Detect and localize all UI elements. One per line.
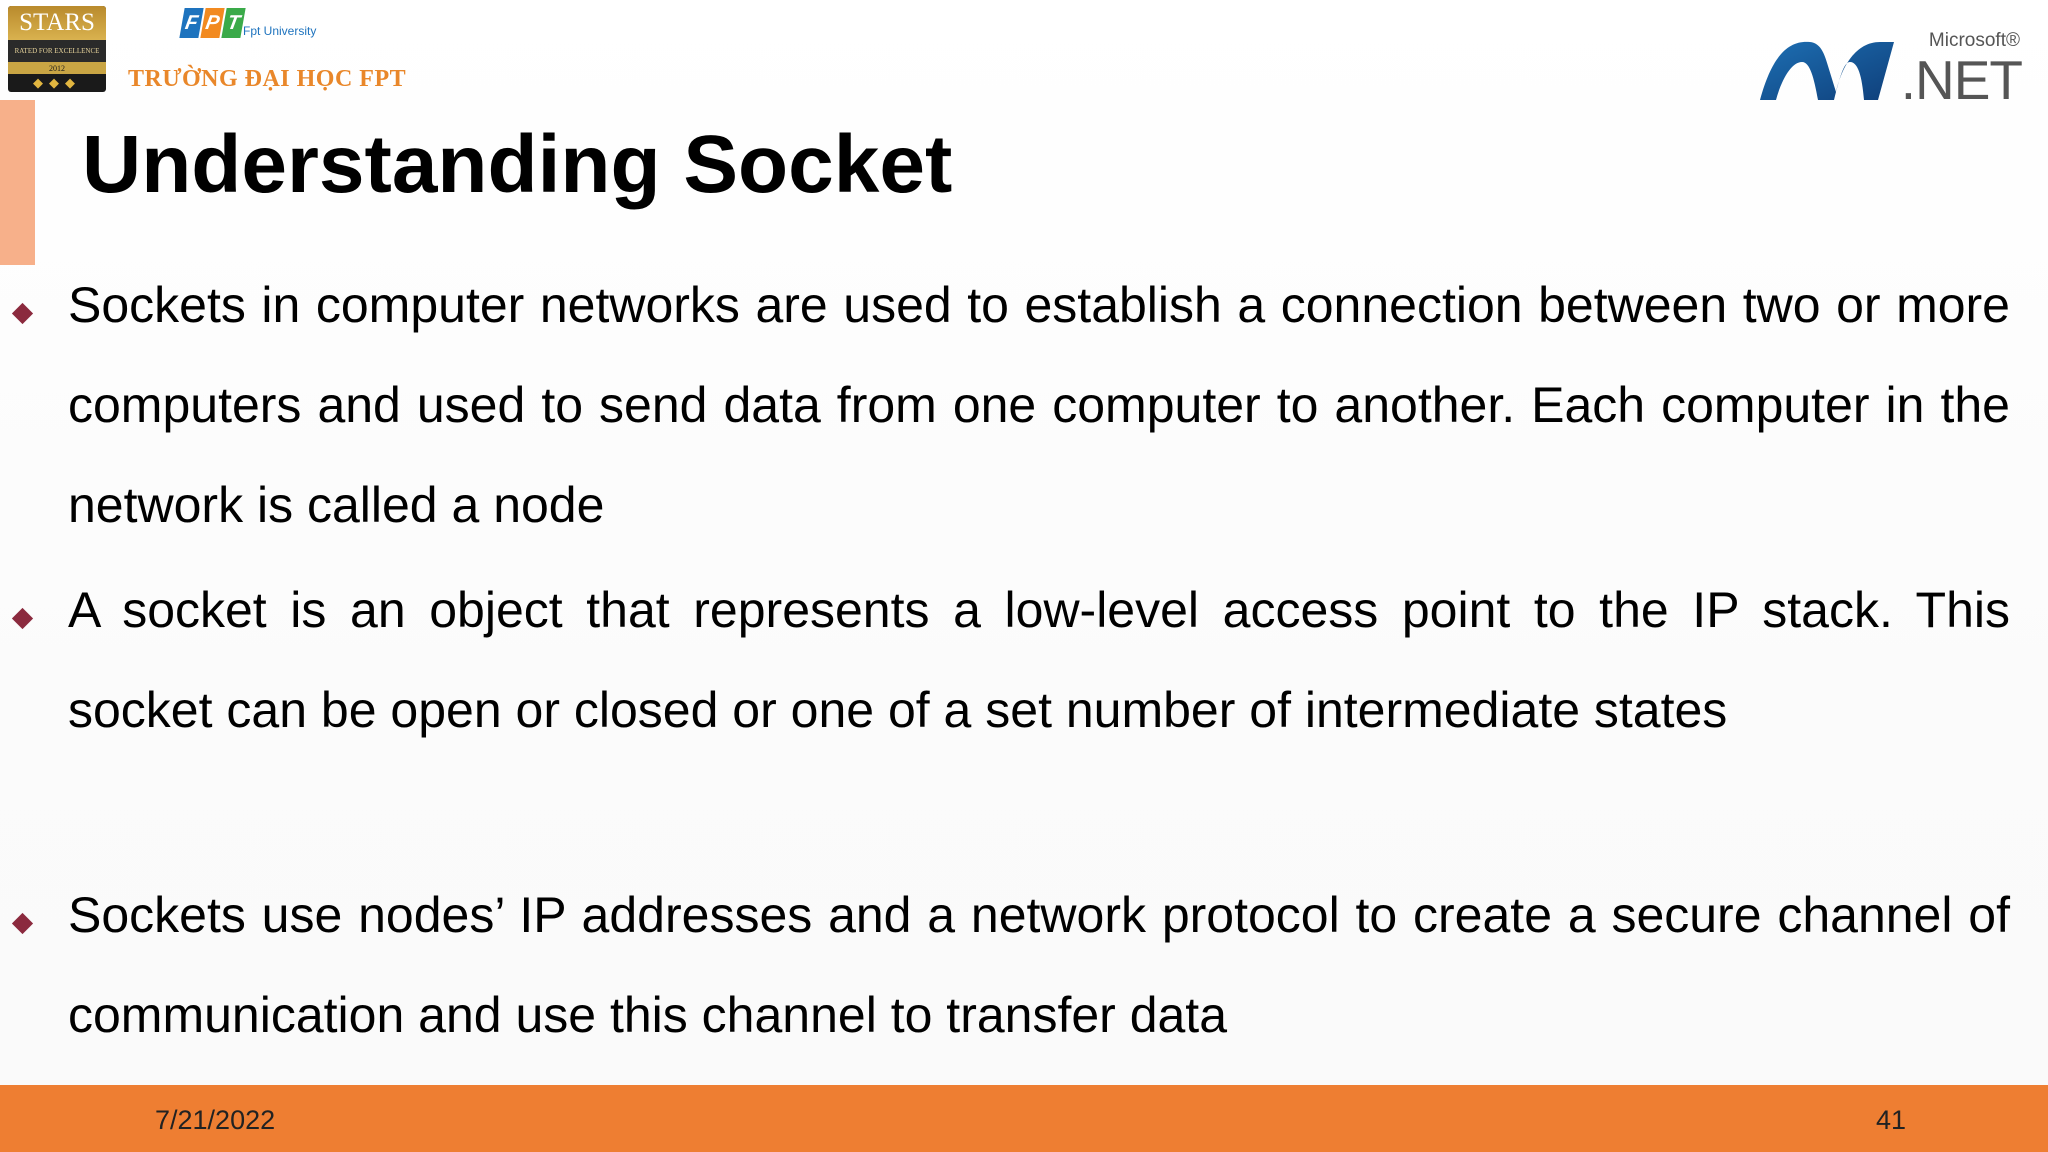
slide-title: Understanding Socket [82,119,953,210]
bullet-item-2: A socket is an object that represents a … [68,582,2010,738]
diamond-bullet-icon [11,607,34,630]
microsoft-brand-text: Microsoft® [1928,30,2020,51]
footer-bar: 7/21/2022 41 [0,1085,2048,1152]
bullet-item-3: Sockets use nodes’ IP addresses and a ne… [68,887,2010,1043]
footer-date: 7/21/2022 [155,1105,276,1135]
dotnet-product-text: .NET [1900,49,2023,111]
fpt-letter-t: T [221,8,246,38]
diamond-bullet-icon [11,302,34,325]
page-number: 41 [1876,1105,1907,1135]
stars-rating-logo: STARS RATED FOR EXCELLENCE 2012 ◆◆◆ [8,6,106,92]
dotnet-wave-icon [1760,41,1894,100]
fpt-letter-blocks: F P T [179,8,246,38]
stars-logo-year: 2012 [49,63,65,73]
stars-logo-title: STARS [19,9,95,36]
microsoft-dotnet-logo: Microsoft® .NET [1758,30,2028,111]
stars-icon: ◆◆◆ [33,75,81,90]
fpt-university-logo: F P T Fpt University TRƯỜNG ĐẠI HỌC FPT [128,4,406,96]
bullet-item-1: Sockets in computer networks are used to… [68,277,2010,533]
title-accent-bar [0,100,35,265]
diamond-bullet-icon [11,912,34,935]
stars-logo-subtitle: RATED FOR EXCELLENCE [14,47,100,55]
fpt-university-text: Fpt University [243,24,317,38]
fpt-school-name: TRƯỜNG ĐẠI HỌC FPT [128,66,407,92]
